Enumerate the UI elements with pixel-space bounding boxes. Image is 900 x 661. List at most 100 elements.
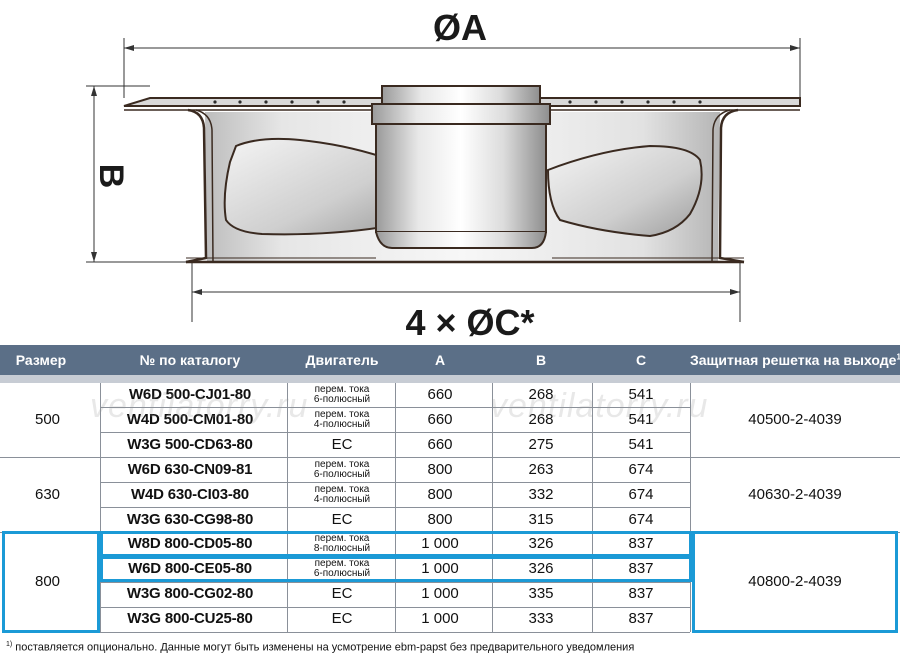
fan-dimension-drawing: ØA B 4 × ØC*	[86, 7, 801, 343]
guard-cell: 40500-2-4039	[748, 411, 842, 428]
value-b: 268	[528, 386, 554, 403]
catalog-number: W4D 630-CI03-80	[131, 485, 249, 503]
header-a: A	[434, 352, 446, 368]
header-subbar	[0, 375, 900, 383]
watermark: ventilatorry.ru	[90, 387, 309, 425]
value-b: 326	[528, 560, 554, 578]
motor-type-line-1: перем. тока	[314, 458, 370, 470]
value-c: 674	[628, 460, 654, 478]
catalog-number: W6D 800-CE05-80	[128, 560, 252, 578]
value-a: 800	[427, 485, 453, 503]
motor-type-line-2: 6-полюсный	[313, 468, 371, 480]
value-a: 1 000	[421, 610, 459, 628]
value-c: 837	[628, 560, 654, 578]
motor-type-line-1: EC	[331, 610, 353, 628]
value-c: 837	[628, 535, 654, 553]
catalog-number: W8D 800-CD05-80	[127, 535, 253, 553]
guard-cell: 40630-2-4039	[748, 485, 842, 503]
motor-type-line-1: перем. тока	[314, 533, 370, 545]
column-divider	[287, 383, 288, 632]
motor-type-line-1: перем. тока	[314, 558, 370, 570]
footnote-text: поставляется опционально. Данные могут б…	[12, 641, 635, 654]
motor-type-line-2: 4-полюсный	[313, 493, 371, 505]
guard-cell: 40800-2-4039	[748, 573, 842, 591]
motor-type-line-2: 8-полюсный	[313, 543, 371, 555]
header-motor: Двигатель	[305, 352, 379, 368]
header-catalog: № по каталогу	[139, 352, 241, 368]
value-a: 800	[427, 510, 453, 528]
value-a: 660	[427, 410, 453, 428]
column-divider	[492, 383, 493, 632]
dimension-c: 4 × ØC*	[191, 262, 741, 343]
watermark: ventilatorry.ru	[490, 387, 709, 425]
value-b: 263	[528, 460, 554, 478]
row-divider	[100, 631, 690, 633]
value-c: 674	[628, 510, 654, 528]
value-a: 660	[427, 435, 453, 453]
size-cell: 500	[34, 411, 61, 428]
value-a: 1 000	[421, 535, 459, 553]
header-guard-note: 1)	[896, 352, 900, 362]
dimension-b-label: B	[92, 164, 130, 189]
motor-type: EC	[287, 433, 397, 455]
motor-type: EC	[287, 508, 397, 530]
value-b: 315	[528, 510, 554, 528]
motor-type-line-1: EC	[331, 585, 353, 603]
header-size: Размер	[15, 352, 67, 368]
size-cell: 800	[34, 573, 61, 591]
dimension-a: ØA	[123, 7, 801, 98]
column-divider	[100, 383, 101, 632]
header-guard: Защитная решетка на выходе1)	[690, 345, 900, 375]
spec-table: Размер № по каталогу Двигатель A B C Защ…	[0, 345, 900, 635]
catalog-number: W6D 500-CJ01-80	[128, 386, 252, 403]
value-b: 326	[528, 535, 554, 553]
motor-type-line-1: перем. тока	[314, 483, 370, 495]
group-divider	[0, 457, 900, 459]
value-a: 800	[427, 460, 453, 478]
value-c: 837	[628, 585, 654, 603]
catalog-number: W3G 800-CG02-80	[126, 585, 254, 603]
catalog-number: W3G 800-CU25-80	[127, 610, 253, 628]
value-b: 268	[528, 410, 554, 428]
motor-type-line-2: 4-полюсный	[313, 418, 371, 430]
value-b: 333	[528, 610, 554, 628]
value-c: 541	[628, 410, 654, 428]
footnote: 1) поставляется опционально. Данные могу…	[6, 641, 634, 654]
motor-type-line-1: EC	[331, 510, 353, 528]
catalog-number: W6D 630-CN09-81	[127, 460, 253, 478]
value-a: 660	[427, 386, 453, 403]
dimension-a-label: ØA	[433, 7, 487, 48]
motor-type: EC	[287, 607, 397, 629]
motor-type-line-1: EC	[331, 435, 353, 453]
group-divider	[0, 531, 900, 533]
header-b: B	[535, 352, 547, 368]
value-c: 541	[628, 435, 654, 453]
fan-illustration	[123, 85, 801, 264]
value-b: 332	[528, 485, 554, 503]
motor-type-line-2: 6-полюсный	[313, 394, 371, 405]
catalog-number: W4D 500-CM01-80	[126, 410, 254, 428]
column-divider	[592, 383, 593, 632]
value-b: 275	[528, 435, 554, 453]
motor-type-line-2: 6-полюсный	[313, 568, 371, 580]
footnote-mark: 1)	[6, 641, 13, 648]
motor-type-line-1: перем. тока	[314, 384, 370, 395]
header-c: C	[635, 352, 647, 368]
value-c: 674	[628, 485, 654, 503]
value-c: 837	[628, 610, 654, 628]
value-a: 1 000	[421, 560, 459, 578]
value-b: 335	[528, 585, 554, 603]
column-divider	[395, 383, 396, 632]
motor-type: EC	[287, 582, 397, 604]
value-c: 541	[628, 386, 654, 403]
size-cell: 630	[34, 485, 61, 503]
dimension-c-label: 4 × ØC*	[405, 302, 534, 343]
motor-type-line-1: перем. тока	[314, 408, 370, 420]
header-guard-label: Защитная решетка на выходе	[690, 352, 897, 368]
